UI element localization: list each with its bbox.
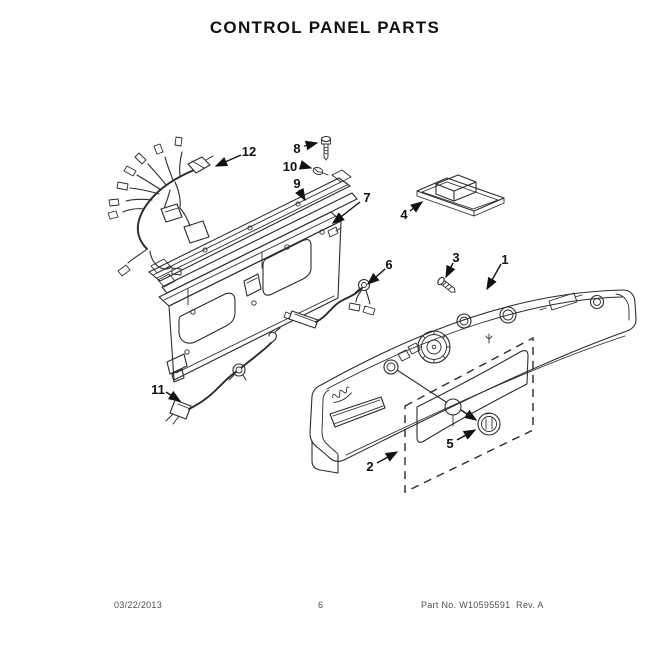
callout-arrow-2	[376, 451, 399, 464]
callout-number-5: 5	[446, 436, 453, 451]
callout-number-8: 8	[293, 141, 300, 156]
page-title: CONTROL PANEL PARTS	[209, 18, 441, 37]
part-11-wire	[165, 327, 281, 425]
callout-arrow-12	[214, 154, 242, 167]
callout-arrow-3	[445, 262, 456, 279]
part-10-clip	[312, 167, 329, 176]
part-1-control-panel	[309, 289, 637, 474]
callout-arrow-4	[409, 201, 424, 213]
timer-dial	[417, 330, 451, 364]
part-2-overlay	[404, 336, 534, 494]
callout-arrow-10	[298, 160, 313, 170]
callout-number-6: 6	[385, 257, 392, 272]
footer-part-number: Part No. W10595591 Rev. A	[421, 600, 544, 610]
callout-arrow-8	[303, 140, 319, 151]
callout-number-10: 10	[283, 159, 297, 174]
callout-arrow-5	[456, 429, 477, 441]
callout-arrow-11	[165, 390, 182, 402]
footer-page-number: 6	[318, 600, 324, 610]
part-4-housing	[416, 174, 505, 217]
callout-arrow-9	[295, 187, 306, 202]
dispenser-pocket	[329, 396, 386, 428]
callout-number-12: 12	[242, 144, 256, 159]
whirlpool-logo	[332, 386, 352, 403]
part-7-bracket	[158, 211, 342, 383]
part-3-screw	[437, 276, 456, 293]
callout-number-11: 11	[151, 382, 165, 397]
callout-number-1: 1	[501, 252, 508, 267]
part-8-screw	[320, 135, 332, 161]
callout-number-3: 3	[452, 250, 459, 265]
callout-number-7: 7	[363, 190, 370, 205]
callout-arrow-6	[366, 268, 386, 285]
callout-number-9: 9	[293, 176, 300, 191]
part-12-wire-harness	[107, 136, 214, 277]
part-6-wire-harness	[283, 278, 376, 329]
part-5-knob	[477, 412, 501, 436]
part-9-rail	[148, 169, 358, 306]
footer-date: 03/22/2013	[114, 600, 163, 610]
callout-arrow-1	[486, 263, 502, 291]
callout-number-2: 2	[366, 459, 373, 474]
callout-arrow-7	[331, 201, 361, 224]
callout-number-4: 4	[400, 207, 408, 222]
